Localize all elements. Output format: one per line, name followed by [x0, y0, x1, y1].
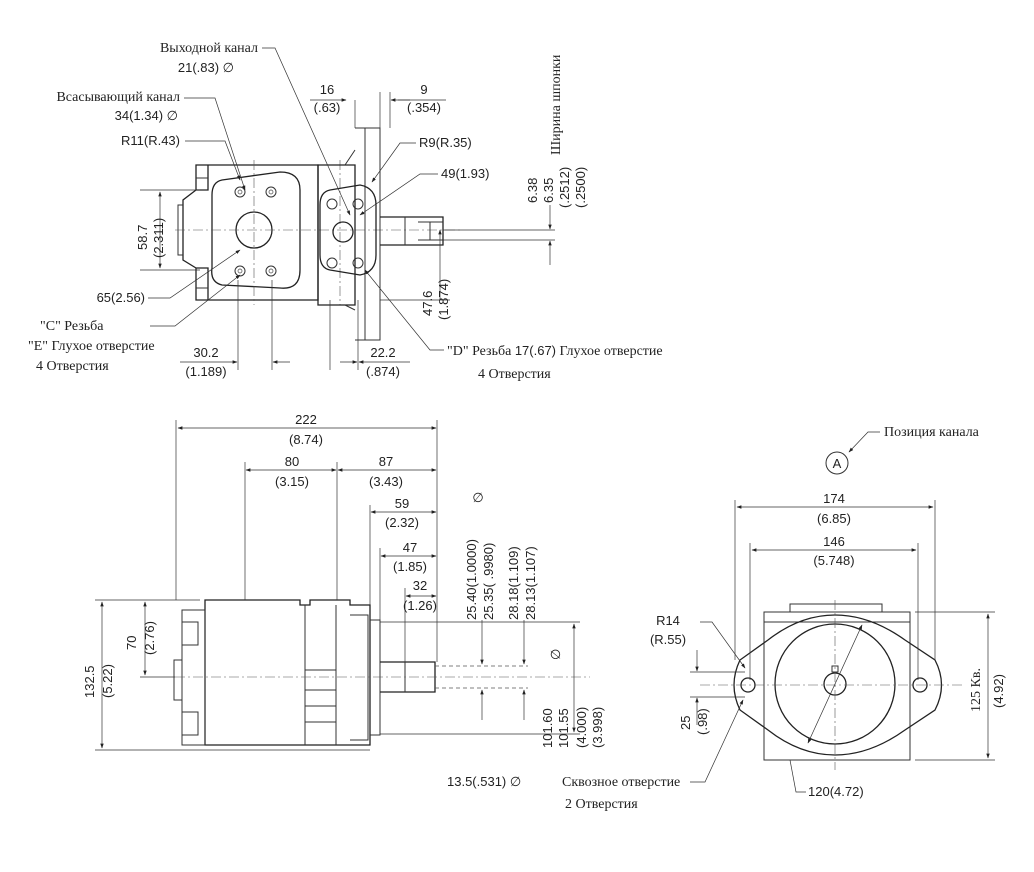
port-position-label: Позиция канала: [884, 425, 980, 440]
holes2-label: 2 Отверстия: [565, 797, 638, 812]
top-shaft: [380, 216, 444, 246]
key-width-label: Ширина шпонки: [549, 54, 564, 155]
side-shaft: [380, 661, 436, 693]
r11-label: R11(R.43): [121, 133, 180, 148]
height-132-in: (5.22): [100, 664, 115, 698]
dim-146-in: (5.748): [813, 553, 854, 568]
inlet-label: Всасывающий канал: [56, 90, 180, 105]
dim-222-in: (8.74): [289, 432, 323, 447]
d-thread-label: "D" Резьба 17(.67) Глухое отверстие: [447, 343, 663, 359]
dim-30: 30.2: [193, 345, 218, 360]
e-blind-label: "E" Глухое отверстие: [28, 339, 155, 354]
through-hole-text: Сквозное отверстие: [562, 775, 680, 790]
dim-30-in: (1.189): [185, 364, 226, 379]
holes4-right: 4 Отверстия: [478, 367, 551, 382]
dim-16-in: (.63): [314, 100, 341, 115]
shaft-25-40: 25.40(1.0000): [464, 539, 479, 620]
pilot-101-60: 101.60: [540, 708, 555, 748]
height-70: 70: [124, 636, 139, 650]
shaft-28-18: 28.18(1.109): [506, 546, 521, 620]
dim-32-in: (1.26): [403, 598, 437, 613]
pilot-dia-symbol: ∅: [548, 649, 563, 660]
dim-58-in: (2.311): [151, 218, 166, 258]
pilot-4000: (4.000): [574, 707, 589, 748]
dim-47-in: (1.874): [436, 279, 451, 320]
pilot-101-55: 101.55: [556, 708, 571, 748]
dim-80: 80: [285, 454, 299, 469]
middle-housing: [317, 164, 356, 306]
dim-16: 16: [320, 82, 334, 97]
dim-9: 9: [420, 82, 427, 97]
key-2500: (.2500): [573, 167, 588, 208]
inlet-size: 34(1.34) ∅: [115, 108, 178, 123]
dim-146: 146: [823, 534, 845, 549]
r9-label: R9(R.35): [419, 135, 472, 150]
dim-22-in: (.874): [366, 364, 400, 379]
height-132: 132.5: [82, 665, 97, 698]
dim-87-in: (3.43): [369, 474, 403, 489]
dim-174-in: (6.85): [817, 511, 851, 526]
key-6-35: 6.35: [541, 178, 556, 203]
shaft-25-35: 25.35( .9980): [481, 543, 496, 620]
dim-59-in: (2.32): [385, 515, 419, 530]
dim-22: 22.2: [370, 345, 395, 360]
dim-49: 49(1.93): [441, 166, 489, 181]
dim-47-side: 47: [403, 540, 417, 555]
key-2512: (.2512): [557, 167, 572, 208]
dim-47: 47.6: [420, 291, 435, 316]
dim-25: 25: [678, 716, 693, 730]
dim-174: 174: [823, 491, 845, 506]
square-125: 125 Кв.: [969, 668, 984, 712]
square-125-in: (4.92): [991, 674, 1006, 708]
outlet-label: Выходной канал: [160, 41, 258, 56]
shaft-28-13: 28.13(1.107): [523, 546, 538, 620]
dim-120: 120(4.72): [808, 784, 864, 799]
dim-87: 87: [379, 454, 393, 469]
side-body-outline: [204, 599, 371, 746]
outlet-size: 21(.83) ∅: [178, 60, 234, 75]
front-port-plate: [319, 184, 377, 276]
c-thread-label: "C" Резьба: [40, 319, 104, 334]
dim-65: 65(2.56): [97, 290, 145, 305]
dim-9-in: (.354): [407, 100, 441, 115]
holes4-left: 4 Отверстия: [36, 359, 109, 374]
r14-in: (R.55): [650, 632, 686, 647]
through-hole-size: 13.5(.531) ∅: [447, 774, 521, 789]
dim-47-side-in: (1.85): [393, 559, 427, 574]
dim-32: 32: [413, 578, 427, 593]
top-view: Выходной канал 21(.83) ∅ Всасывающий кан…: [28, 41, 663, 382]
r14-label: R14: [656, 613, 680, 628]
shaft-dia-symbol: ∅: [472, 490, 483, 505]
dim-25-in: (.98): [695, 708, 710, 735]
side-view: 222 (8.74) 80 (3.15) 87 (3.43) 59 (2.32)…: [82, 412, 605, 751]
port-letter: A: [833, 456, 842, 471]
dim-59: 59: [395, 496, 409, 511]
front-view: A Позиция канала 174 (6.85) 146 (5.748) …: [447, 425, 1006, 812]
dim-58: 58.7: [135, 225, 150, 250]
pilot-3998: (3.998): [590, 707, 605, 748]
front-square-housing: [763, 611, 911, 761]
key-6-38: 6.38: [525, 178, 540, 203]
port-position-marker: [825, 451, 849, 475]
height-70-in: (2.76): [142, 621, 157, 655]
dim-80-in: (3.15): [275, 474, 309, 489]
dim-222: 222: [295, 412, 317, 427]
rear-cover-plate: [211, 171, 301, 289]
